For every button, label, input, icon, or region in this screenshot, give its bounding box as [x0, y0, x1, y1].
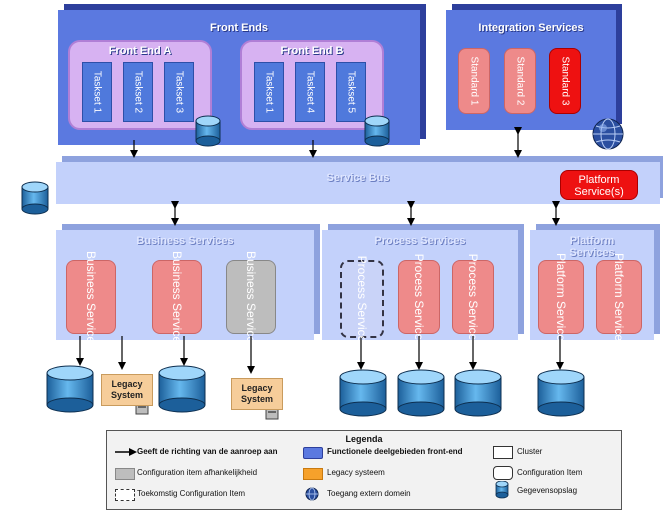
process-service-future: Process Service	[340, 256, 384, 342]
taskset-b5: Taskset 5	[336, 62, 366, 122]
legacy-system-2: Legacy System	[231, 378, 283, 410]
process-services-panel: Process Services Process Service Process…	[322, 230, 518, 342]
arrow-icon	[115, 448, 137, 456]
front-end-a-title: Front End A	[108, 45, 172, 57]
storage-cylinder-p2	[397, 369, 445, 417]
legend-cluster-text: Cluster	[517, 447, 543, 456]
front-end-b-title: Front End B	[280, 45, 344, 57]
legend-external-domain-text: Toegang extern domein	[327, 489, 411, 498]
globe-icon	[592, 118, 624, 150]
front-ends-title: Front Ends	[209, 22, 269, 34]
legend-ci-text: Configuration Item	[517, 468, 583, 477]
storage-cylinder-b1	[46, 365, 94, 413]
legend-ci-dependency-text: Configuration item afhankelijkheid	[137, 468, 258, 477]
service-bus-title: Service Bus	[326, 172, 390, 184]
legend-functional-swatch	[303, 447, 323, 459]
storage-cylinder-fe-b	[364, 115, 390, 147]
business-services-panel: Business Services Business Service Busin…	[56, 230, 314, 343]
legend-future-ci-text: Toekomstig Configuration Item	[137, 489, 246, 498]
standard-1: Standard 1	[458, 48, 490, 114]
legend-future-ci-swatch	[115, 489, 135, 501]
storage-cylinder-b2	[158, 365, 206, 413]
front-end-a-group: Front End A Taskset 1 Taskset 2 Taskset …	[68, 40, 212, 130]
process-services-title: Process Services	[374, 235, 466, 247]
process-service-2: Process Service	[398, 254, 440, 340]
legend-title: Legenda	[345, 434, 383, 444]
legend-legacy-text: Legacy systeem	[327, 468, 385, 477]
front-end-b-group: Front End B Taskset 1 Taskset 4 Taskset …	[240, 40, 384, 130]
taskset-a1: Taskset 1	[82, 62, 112, 122]
taskset-b1: Taskset 1	[254, 62, 284, 122]
storage-cylinder-bus	[21, 181, 49, 215]
storage-cylinder-p3	[454, 369, 502, 417]
legend-legacy-swatch	[303, 468, 323, 480]
business-services-title: Business Services	[136, 235, 234, 247]
storage-cylinder-pl1	[537, 369, 585, 417]
legend-ci-swatch	[493, 466, 513, 480]
process-service-3: Process Service	[452, 254, 494, 340]
legend-storage-text: Gegevensopslag	[517, 486, 578, 495]
standard-3: Standard 3	[549, 48, 581, 114]
platform-service-1: Platform Service	[538, 253, 584, 341]
legacy-system-1: Legacy System	[101, 374, 153, 406]
business-service-2: Business Service	[152, 251, 202, 343]
platform-services-title: Platform Services	[569, 235, 615, 259]
taskset-a2: Taskset 2	[123, 62, 153, 122]
platform-services-box: Platform Service(s)	[560, 170, 638, 200]
platform-services-panel: Platform Services Platform Service Platf…	[530, 230, 654, 341]
business-service-1: Business Service	[66, 251, 116, 343]
legend-storage-icon	[495, 481, 509, 499]
legend-functional-text: Functionele deelgebieden front-end	[327, 447, 463, 456]
business-service-3: Business Service	[226, 251, 276, 343]
legend: Legenda Geeft de richting van de aanroep…	[106, 430, 622, 510]
legend-cluster-swatch	[493, 446, 513, 459]
platform-service-2: Platform Service	[596, 253, 642, 341]
integration-services-title: Integration Services	[478, 22, 584, 34]
taskset-b4: Taskset 4	[295, 62, 325, 122]
front-ends-panel: Front Ends Front End A Taskset 1 Taskset…	[58, 10, 420, 145]
standard-2: Standard 2	[504, 48, 536, 114]
storage-cylinder-fe-a	[195, 115, 221, 147]
taskset-a3: Taskset 3	[164, 62, 194, 122]
legend-arrow-text: Geeft de richting van de aanroep aan	[137, 447, 278, 456]
legend-ci-dependency-swatch	[115, 468, 135, 480]
storage-cylinder-p1	[339, 369, 387, 417]
service-bus-panel: Service Bus Platform Service(s)	[56, 162, 660, 204]
integration-services-panel: Integration Services Standard 1 Standard…	[446, 10, 616, 130]
legend-globe-icon	[305, 487, 319, 501]
